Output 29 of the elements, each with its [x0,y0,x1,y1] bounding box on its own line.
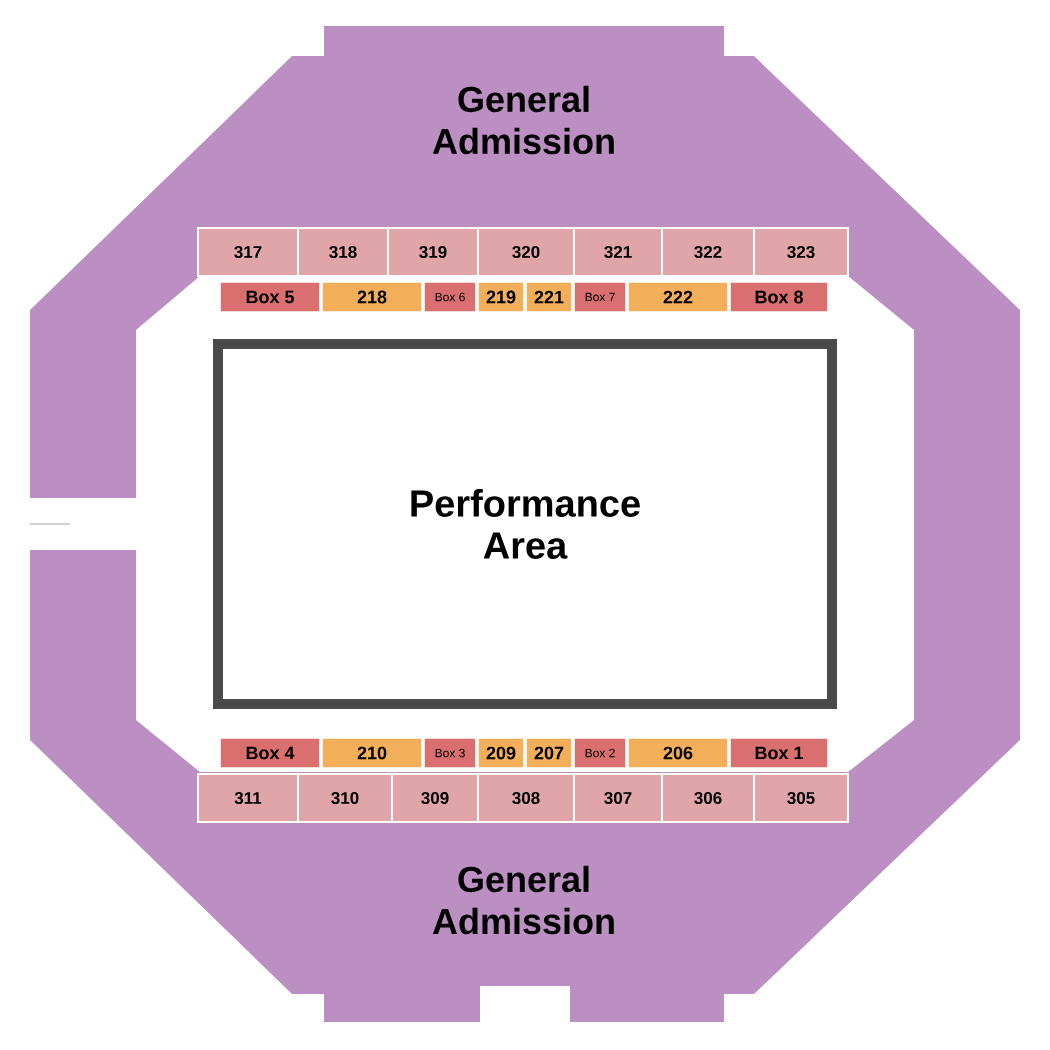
section-block: 305 [753,773,849,823]
section-block: 218 [321,281,423,313]
box-section: Box 8 [729,281,829,313]
general-admission-label: General Admission [432,85,614,155]
section-block: 308 [477,773,575,823]
section-block: 307 [573,773,663,823]
general-admission-label: General Admission [432,865,614,935]
section-block: 323 [753,227,849,277]
section-block: 317 [197,227,299,277]
section-block: 320 [477,227,575,277]
section-block: 206 [627,737,729,769]
section-block: 210 [321,737,423,769]
section-block: 321 [573,227,663,277]
box-section: Box 4 [219,737,321,769]
box-section: Box 5 [219,281,321,313]
section-block: 319 [387,227,479,277]
box-section: Box 1 [729,737,829,769]
section-block: 207 [525,737,573,769]
section-block: 306 [661,773,755,823]
section-block: 222 [627,281,729,313]
section-block: 318 [297,227,389,277]
section-block: 221 [525,281,573,313]
section-block: 309 [391,773,479,823]
section-block: 311 [197,773,299,823]
performance-area: Performance Area [213,339,837,709]
section-block: 310 [297,773,393,823]
section-block: 219 [477,281,525,313]
section-block: 322 [661,227,755,277]
section-block: 209 [477,737,525,769]
